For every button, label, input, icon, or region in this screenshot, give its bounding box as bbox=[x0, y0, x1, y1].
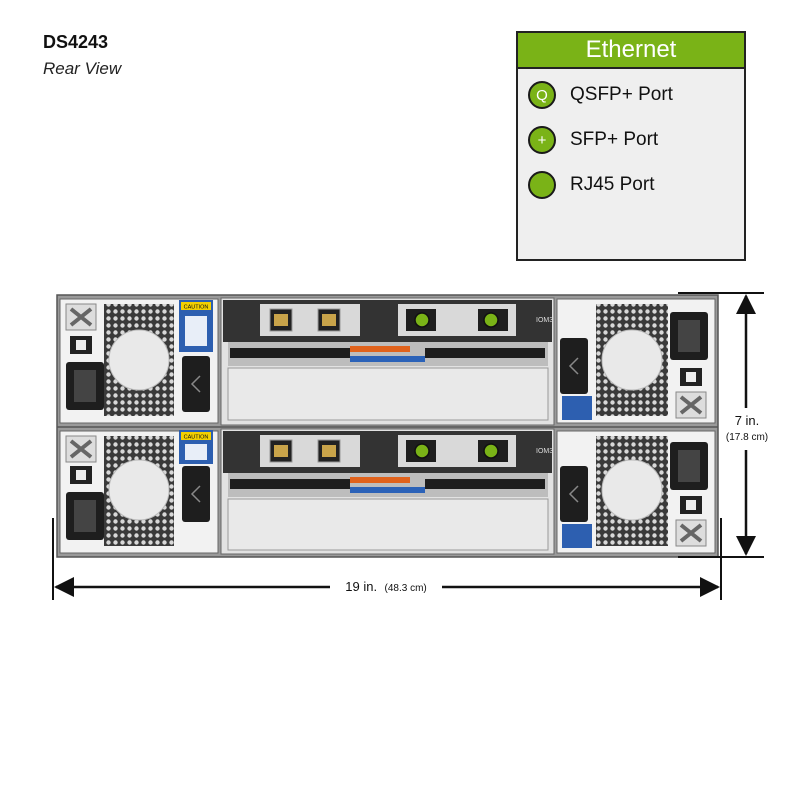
fan-hub bbox=[601, 329, 663, 391]
sfp-port-icon: + bbox=[528, 126, 556, 154]
psu-top-left: CAUTION bbox=[59, 298, 219, 424]
legend-header: Ethernet bbox=[518, 33, 744, 69]
ethernet-legend: Ethernet Q QSFP+ Port + SFP+ Port RJ45 P… bbox=[516, 31, 746, 261]
iom-handle-right[interactable] bbox=[425, 348, 545, 358]
caution-label bbox=[562, 524, 592, 548]
fan-hub bbox=[601, 459, 663, 521]
psu-handle[interactable] bbox=[182, 466, 210, 522]
qsfp-port-icon: Q bbox=[528, 81, 556, 109]
fan-hub bbox=[108, 459, 170, 521]
height-dimension: 7 in. (17.8 cm) bbox=[678, 292, 768, 558]
height-metric-text: (17.8 cm) bbox=[726, 432, 768, 443]
legend-label-rj45: RJ45 Port bbox=[570, 174, 655, 195]
iom-handle-right[interactable] bbox=[425, 479, 545, 489]
iom-bottom: IOM3 bbox=[220, 428, 555, 555]
iom-label: IOM3 bbox=[536, 448, 553, 455]
latch-icon bbox=[675, 519, 707, 547]
iom-label: IOM3 bbox=[536, 317, 553, 324]
iom-latch-orange[interactable] bbox=[350, 477, 410, 483]
legend-label-sfp: SFP+ Port bbox=[570, 129, 659, 150]
width-label: 19 in. (48.3 cm) bbox=[345, 578, 427, 595]
iom-handle-left[interactable] bbox=[230, 348, 350, 358]
psu-bottom-right bbox=[556, 430, 716, 554]
width-metric-text: (48.3 cm) bbox=[385, 583, 427, 594]
iom-top: IOM3 bbox=[220, 297, 555, 426]
page-title: DS4243 bbox=[43, 32, 109, 52]
qsfp-glyph: Q bbox=[536, 86, 548, 104]
caution-label bbox=[562, 396, 592, 420]
latch-icon bbox=[65, 303, 97, 331]
psu-handle[interactable] bbox=[560, 466, 588, 522]
qsfp-port-icon bbox=[483, 312, 499, 328]
legend-label-qsfp: QSFP+ Port bbox=[570, 84, 673, 105]
legend-item-rj45: RJ45 Port bbox=[528, 169, 654, 201]
qsfp-port-icon bbox=[414, 443, 430, 459]
iom-latch-orange[interactable] bbox=[350, 346, 410, 352]
psu-bottom-left: CAUTION bbox=[59, 430, 219, 554]
iom-latch-blue[interactable] bbox=[350, 487, 425, 493]
qsfp-port-icon bbox=[414, 312, 430, 328]
height-main-text: 7 in. bbox=[735, 413, 760, 428]
psu-top-right bbox=[556, 298, 716, 424]
page-subtitle: Rear View bbox=[43, 59, 122, 78]
rj45-port-icon bbox=[528, 171, 556, 199]
psu-handle[interactable] bbox=[560, 338, 588, 394]
iom-handle-left[interactable] bbox=[230, 479, 350, 489]
fan-hub bbox=[108, 329, 170, 391]
legend-item-sfp: + SFP+ Port bbox=[528, 124, 658, 156]
caution-label-text: CAUTION bbox=[184, 305, 209, 311]
legend-item-qsfp: Q QSFP+ Port bbox=[528, 79, 673, 111]
width-main-text: 19 in. bbox=[345, 579, 377, 594]
iom-latch-blue[interactable] bbox=[350, 356, 425, 362]
latch-icon bbox=[65, 435, 97, 463]
latch-icon bbox=[675, 391, 707, 419]
sfp-glyph: + bbox=[537, 131, 547, 149]
width-dimension: 19 in. (48.3 cm) bbox=[52, 518, 722, 600]
qsfp-port-icon bbox=[483, 443, 499, 459]
caution-label-text: CAUTION bbox=[184, 435, 209, 441]
psu-handle[interactable] bbox=[182, 356, 210, 412]
